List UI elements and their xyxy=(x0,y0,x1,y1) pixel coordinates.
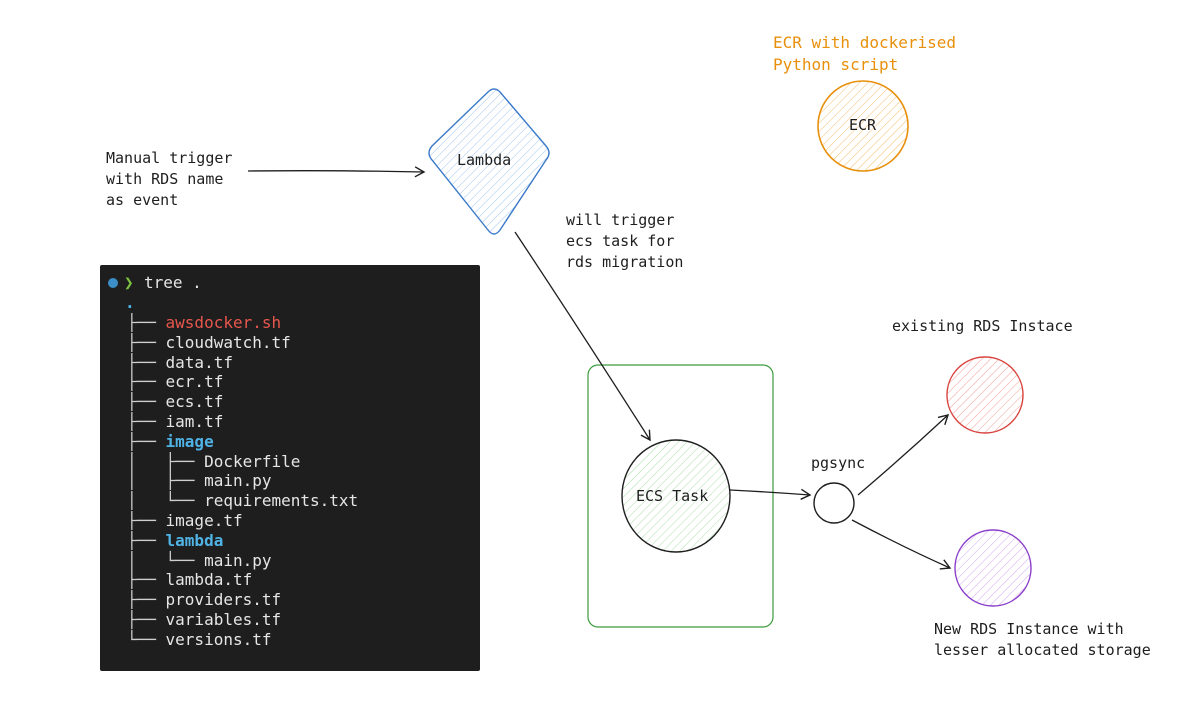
tree-entry: ├── image xyxy=(127,432,214,452)
tree-entry: └── versions.tf xyxy=(127,630,272,650)
tree-entry: ├── iam.tf xyxy=(127,412,223,432)
tree-entry-name: ecr.tf xyxy=(165,372,224,392)
tree-entry: ├── awsdocker.sh xyxy=(127,313,281,333)
tree-branch: ├── xyxy=(127,431,166,451)
tree-branch: ├── xyxy=(127,372,166,392)
existing-rds-label: existing RDS Instace xyxy=(892,317,1073,335)
tree-entry-name: variables.tf xyxy=(165,610,282,629)
pgsync-label: pgsync xyxy=(811,454,866,472)
tree-entry: ├── lambda xyxy=(127,531,223,551)
arrow-ecs-to-pgsync xyxy=(729,488,812,500)
tree-entry: │ └── requirements.txt xyxy=(127,491,358,511)
tree-branch: ├── xyxy=(127,412,166,431)
arrow-pgsync-to-new-rds xyxy=(851,519,952,570)
tree-entry-name: lambda.tf xyxy=(165,570,253,590)
tree-branch: ├── xyxy=(127,511,166,530)
status-dot-icon xyxy=(108,278,118,288)
tree-entry-name: iam.tf xyxy=(165,412,224,431)
tree-branch: ├── xyxy=(127,332,166,352)
ecs-task-node[interactable] xyxy=(621,439,731,553)
prompt-chevron-icon: ❯ xyxy=(124,273,134,292)
pgsync-node[interactable] xyxy=(813,482,855,524)
tree-branch: ├── xyxy=(127,352,166,372)
manual-trigger-label: Manual trigger with RDS name as event xyxy=(106,149,233,209)
tree-branch: │ ├── xyxy=(127,471,205,491)
tree-branch: ├── xyxy=(127,392,166,412)
new-rds-label: New RDS Instance with lesser allocated s… xyxy=(934,620,1151,659)
tree-branch: │ └── xyxy=(127,491,205,511)
tree-entry-name: awsdocker.sh xyxy=(165,313,282,332)
tree-entry-name: Dockerfile xyxy=(204,451,301,471)
ecs-cluster-box[interactable] xyxy=(587,364,774,628)
tree-entry: ├── providers.tf xyxy=(127,590,281,610)
tree-branch: ├── xyxy=(127,313,166,332)
tree-entry: ├── image.tf xyxy=(127,511,243,531)
tree-entry-name: main.py xyxy=(204,471,272,491)
ecr-caption: ECR with dockerised Python script xyxy=(773,33,957,74)
tree-entry: ├── ecs.tf xyxy=(127,392,223,412)
ecs-task-label: ECS Task xyxy=(636,487,709,505)
tree-entry-name: cloudwatch.tf xyxy=(165,332,291,352)
tree-branch: │ ├── xyxy=(127,451,205,471)
tree-entry: ├── cloudwatch.tf xyxy=(127,333,291,353)
tree-entry: │ ├── Dockerfile xyxy=(127,452,300,472)
terminal-window: ❯ tree . . ├── awsdocker.sh├── cloudwatc… xyxy=(100,265,480,671)
tree-entry: ├── ecr.tf xyxy=(127,372,223,392)
tree-entry-name: data.tf xyxy=(165,352,233,372)
terminal-prompt-line: ❯ tree . xyxy=(100,273,480,293)
tree-entry-name: image.tf xyxy=(165,511,243,530)
arrow-lambda-to-ecs xyxy=(514,231,651,442)
will-trigger-label: will trigger ecs task for rds migration xyxy=(566,211,684,271)
tree-branch: ├── xyxy=(127,530,166,550)
tree-entry-name: main.py xyxy=(204,550,272,570)
tree-entry: │ └── main.py xyxy=(127,551,272,571)
tree-entry-name: lambda xyxy=(165,530,224,550)
lambda-label: Lambda xyxy=(457,151,512,169)
ecr-label: ECR xyxy=(849,116,877,134)
tree-entry-name: image xyxy=(165,431,214,451)
new-rds-node[interactable] xyxy=(954,529,1032,607)
arrow-pgsync-to-existing-rds xyxy=(857,414,950,496)
existing-rds-node[interactable] xyxy=(946,356,1024,434)
tree-entry-name: providers.tf xyxy=(165,590,282,610)
tree-entry-name: versions.tf xyxy=(165,629,272,649)
tree-branch: ├── xyxy=(127,610,166,629)
tree-entry: ├── variables.tf xyxy=(127,610,281,630)
tree-branch: │ └── xyxy=(127,550,205,570)
tree-branch: ├── xyxy=(127,570,166,590)
tree-entry: ├── data.tf xyxy=(127,353,233,373)
tree-branch: └── xyxy=(127,629,166,649)
arrow-trigger-to-lambda xyxy=(247,166,426,178)
tree-entry-name: requirements.txt xyxy=(204,491,359,511)
terminal-command: tree . xyxy=(144,273,202,292)
lambda-node[interactable] xyxy=(428,88,550,235)
tree-root: . xyxy=(125,293,135,312)
tree-branch: ├── xyxy=(127,590,166,610)
tree-entry: ├── lambda.tf xyxy=(127,570,252,590)
tree-entry-name: ecs.tf xyxy=(165,392,224,412)
ecr-node[interactable] xyxy=(817,80,909,172)
tree-entry: │ ├── main.py xyxy=(127,471,272,491)
